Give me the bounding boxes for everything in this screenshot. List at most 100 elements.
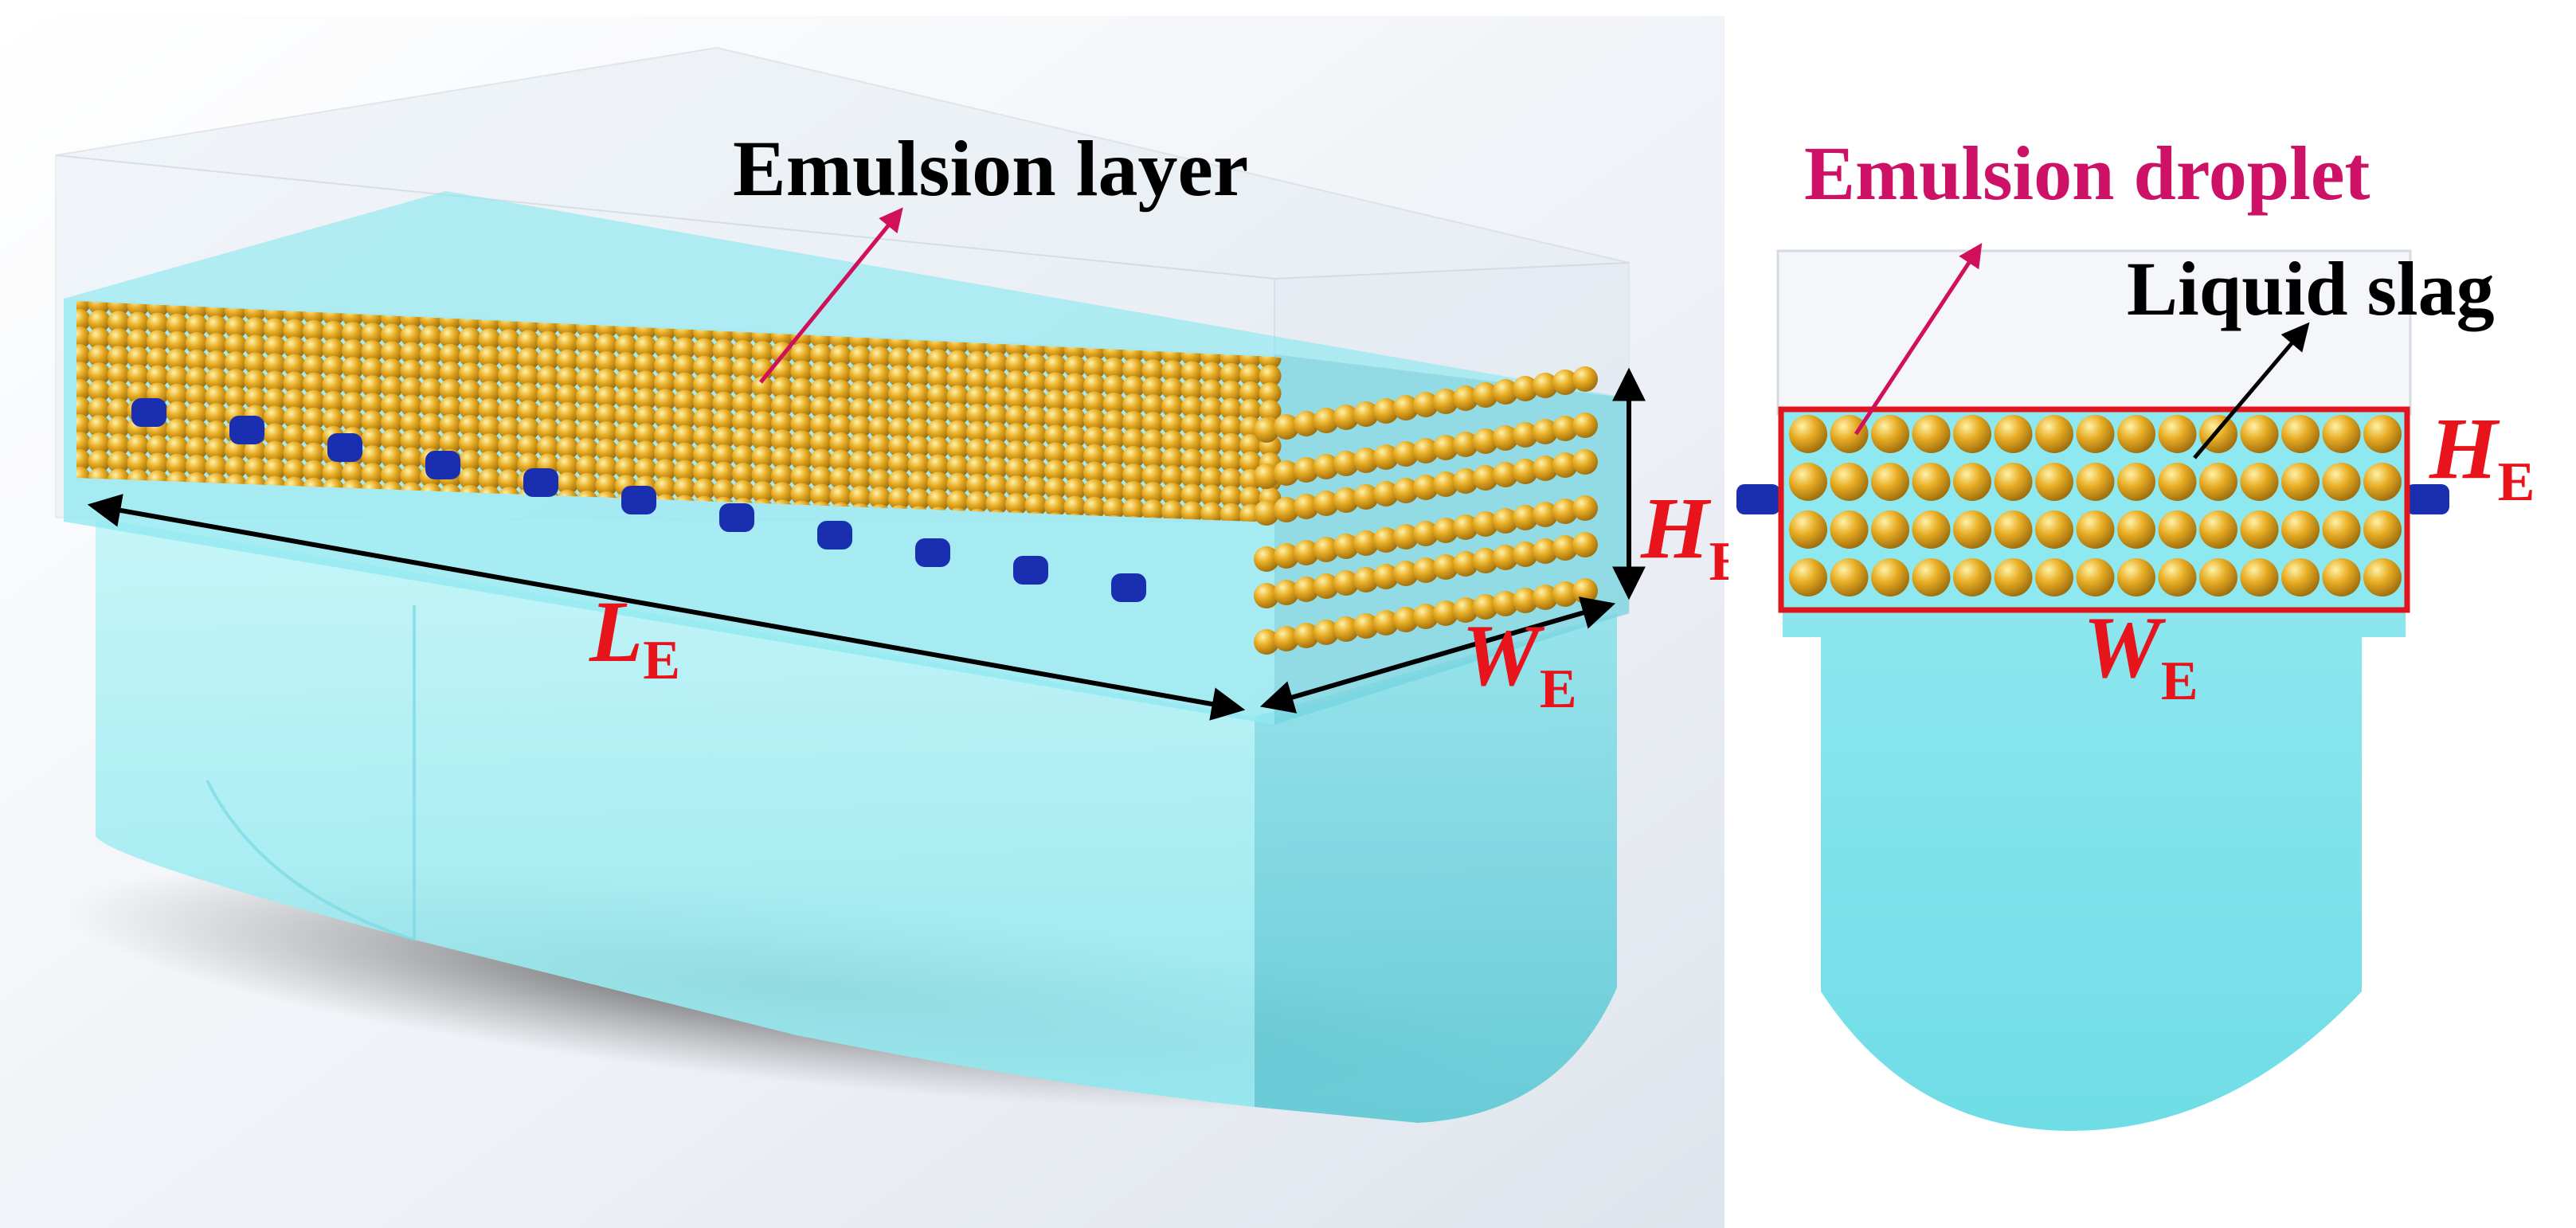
emulsion-droplet-side bbox=[1572, 366, 1598, 392]
cross-section-droplet bbox=[2035, 510, 2073, 549]
emulsion-droplet bbox=[654, 406, 676, 429]
emulsion-droplet bbox=[654, 459, 676, 482]
emulsion-droplet bbox=[1024, 459, 1047, 482]
emulsion-droplet bbox=[147, 452, 169, 475]
emulsion-droplet-side bbox=[1433, 471, 1458, 497]
emulsion-droplet bbox=[615, 440, 637, 463]
cross-section-droplet bbox=[1830, 463, 1869, 501]
emulsion-droplet bbox=[342, 409, 364, 432]
emulsion-droplet bbox=[517, 347, 540, 370]
height-dimension-label-right: HE bbox=[2429, 400, 2535, 513]
emulsion-droplet bbox=[1083, 373, 1106, 397]
emulsion-droplet bbox=[1239, 451, 1262, 474]
cross-section-droplet bbox=[2322, 463, 2361, 501]
emulsion-droplet bbox=[712, 373, 735, 397]
emulsion-droplet bbox=[1219, 467, 1243, 491]
cross-section-droplet bbox=[1871, 510, 1909, 549]
emulsion-droplet bbox=[849, 362, 871, 385]
emulsion-droplet bbox=[849, 415, 871, 438]
emulsion-droplet bbox=[790, 377, 813, 401]
emulsion-droplet-side bbox=[1572, 413, 1598, 438]
emulsion-droplet bbox=[1161, 395, 1184, 418]
emulsion-droplet bbox=[927, 401, 949, 424]
emulsion-droplet bbox=[771, 447, 793, 470]
emulsion-droplet bbox=[400, 377, 423, 400]
emulsion-droplet bbox=[556, 366, 579, 389]
cross-section-droplet bbox=[2240, 558, 2279, 596]
emulsion-droplet bbox=[361, 358, 384, 381]
emulsion-droplet bbox=[946, 455, 969, 478]
emulsion-droplet bbox=[771, 412, 793, 435]
emulsion-droplet bbox=[361, 340, 384, 363]
emulsion-droplet bbox=[771, 394, 793, 417]
emulsion-droplet-pointer bbox=[1854, 242, 1983, 436]
emulsion-droplet bbox=[1219, 380, 1243, 403]
emulsion-droplet bbox=[1005, 458, 1028, 481]
emulsion-droplet bbox=[888, 452, 910, 475]
emulsion-droplet bbox=[459, 397, 481, 420]
emulsion-droplet-side bbox=[1473, 465, 1498, 491]
emulsion-droplet-side bbox=[1552, 370, 1578, 395]
emulsion-droplet bbox=[264, 335, 286, 358]
emulsion-droplet bbox=[1122, 358, 1145, 381]
emulsion-droplet bbox=[946, 350, 969, 373]
emulsion-droplet bbox=[186, 454, 208, 477]
emulsion-droplet bbox=[810, 343, 832, 366]
emulsion-droplet bbox=[654, 336, 676, 359]
emulsion-droplet-side bbox=[1533, 419, 1558, 444]
emulsion-droplet bbox=[108, 328, 130, 351]
emulsion-droplet bbox=[673, 354, 696, 377]
emulsion-droplet bbox=[264, 388, 286, 411]
emulsion-droplet bbox=[595, 420, 618, 444]
emulsion-droplet bbox=[1024, 371, 1047, 394]
emulsion-droplet bbox=[459, 432, 481, 455]
length-dimension-label: LE bbox=[589, 583, 680, 691]
emulsion-droplet bbox=[1200, 467, 1223, 490]
emulsion-droplet-side bbox=[1473, 548, 1498, 573]
emulsion-droplet-side bbox=[1533, 538, 1558, 564]
tuyere bbox=[621, 486, 656, 514]
emulsion-droplet bbox=[556, 454, 579, 477]
cross-section-droplet bbox=[1912, 510, 1951, 549]
emulsion-droplet bbox=[303, 424, 325, 448]
emulsion-droplet bbox=[108, 451, 130, 474]
emulsion-droplet-side bbox=[1333, 570, 1359, 596]
emulsion-droplet bbox=[166, 401, 189, 424]
right-tuyere-stub bbox=[2406, 484, 2449, 514]
emulsion-droplet bbox=[654, 441, 676, 464]
emulsion-droplet bbox=[108, 416, 130, 439]
emulsion-droplet-side bbox=[1373, 444, 1399, 470]
emulsion-droplet bbox=[556, 401, 579, 424]
emulsion-droplet-side bbox=[1413, 521, 1439, 546]
emulsion-droplet bbox=[946, 367, 969, 390]
emulsion-droplet bbox=[108, 381, 130, 404]
emulsion-droplet bbox=[498, 346, 520, 370]
emulsion-droplet bbox=[537, 330, 559, 354]
emulsion-droplet bbox=[205, 438, 228, 461]
emulsion-droplet bbox=[1239, 381, 1262, 404]
emulsion-droplet bbox=[751, 428, 774, 452]
emulsion-droplet bbox=[264, 405, 286, 428]
emulsion-droplet bbox=[225, 369, 247, 392]
cross-section-droplet bbox=[2363, 558, 2402, 596]
cross-section-droplet bbox=[1994, 415, 2033, 453]
emulsion-droplet bbox=[907, 418, 930, 441]
cross-section-droplet bbox=[2158, 415, 2197, 453]
emulsion-droplet bbox=[1063, 443, 1086, 466]
emulsion-droplet bbox=[76, 301, 91, 314]
cross-section-droplet bbox=[1912, 558, 1951, 596]
emulsion-droplet bbox=[1024, 389, 1047, 412]
emulsion-droplet-side bbox=[1373, 527, 1399, 553]
cross-section-droplet bbox=[2363, 463, 2402, 501]
emulsion-droplet bbox=[868, 452, 891, 475]
emulsion-droplet bbox=[888, 347, 910, 370]
emulsion-droplet bbox=[76, 414, 91, 436]
emulsion-droplet bbox=[829, 432, 852, 455]
emulsion-droplet bbox=[264, 423, 286, 446]
emulsion-droplet bbox=[517, 417, 540, 440]
emulsion-droplet bbox=[498, 469, 520, 492]
emulsion-droplet bbox=[1141, 429, 1165, 452]
cross-section-droplet bbox=[1994, 558, 2033, 596]
emulsion-droplet bbox=[381, 428, 403, 452]
emulsion-droplet bbox=[186, 419, 208, 442]
